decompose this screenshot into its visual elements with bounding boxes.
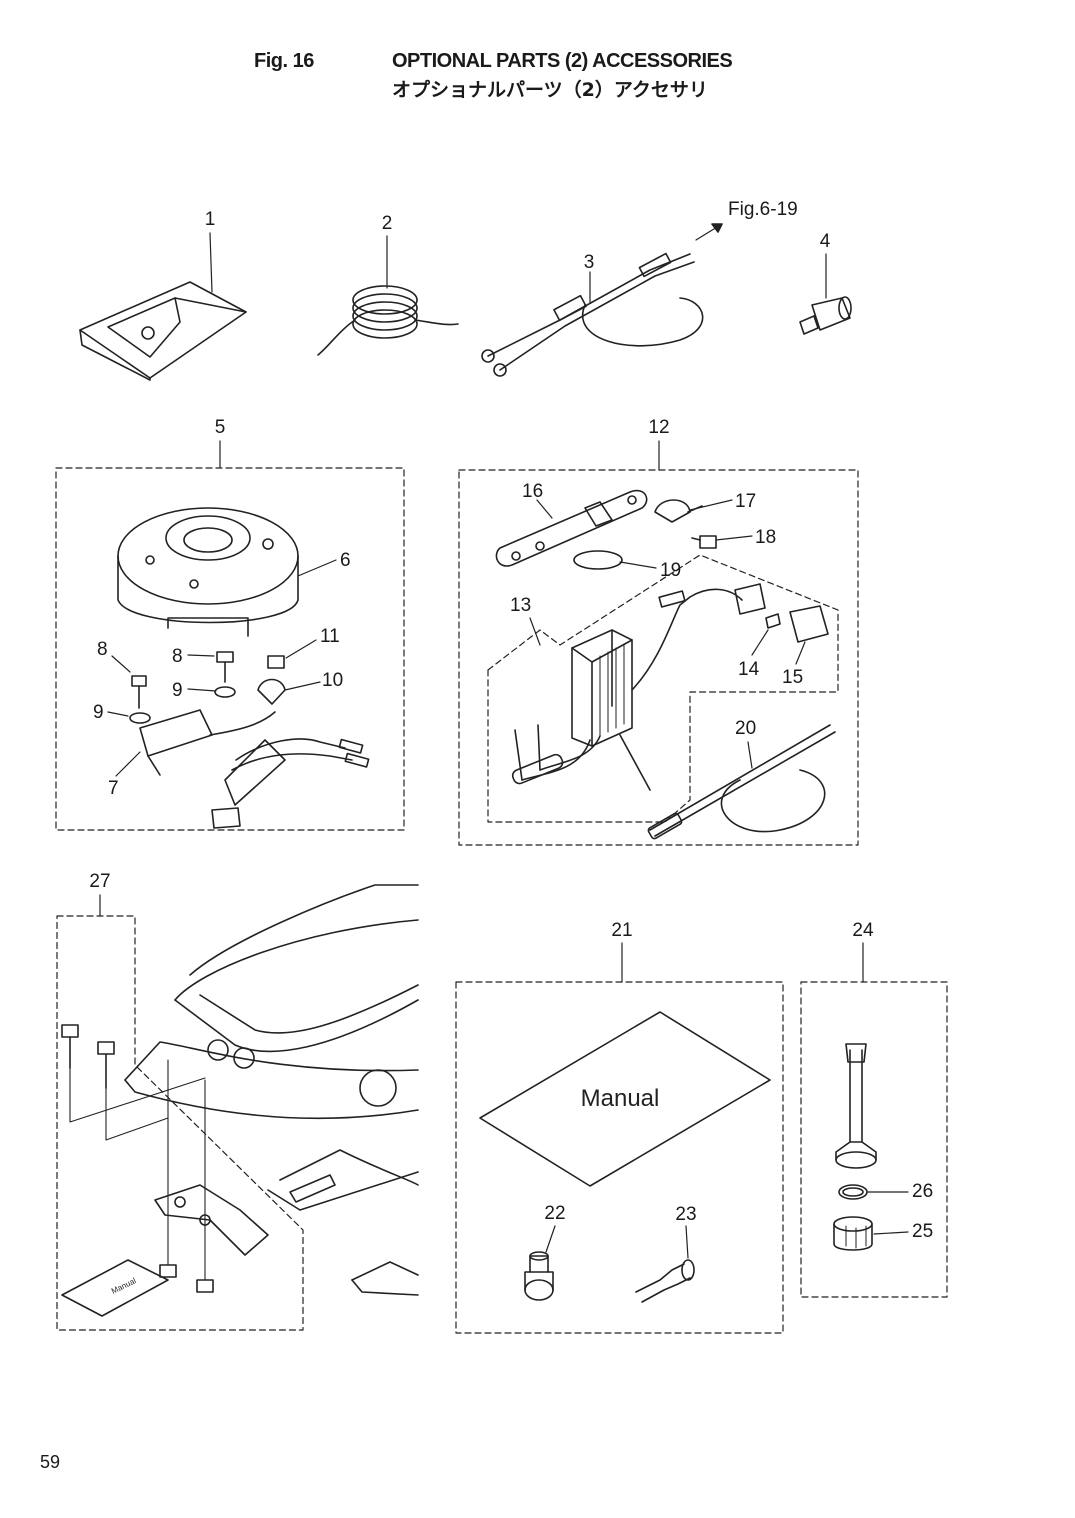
callout-11: 11	[320, 626, 340, 647]
callout-19: 19	[660, 560, 681, 581]
callout-1: 1	[205, 209, 216, 230]
callout-numbers: 1 2 3 4 5 6 7 8 8 9 9 10 11 12 13 14 15 …	[89, 199, 933, 1242]
callout-27: 27	[89, 871, 110, 892]
callout-17: 17	[735, 491, 756, 512]
callout-9b: 9	[172, 680, 183, 701]
coiled-wire-part-2	[317, 235, 459, 356]
extension-wire-part-20	[647, 724, 836, 840]
figure-number: Fig. 16	[254, 50, 314, 72]
small-manual-label: Manual	[110, 1276, 138, 1296]
group-leaders	[99, 440, 864, 983]
callout-9a: 9	[93, 702, 104, 723]
callout-8b: 8	[172, 646, 183, 667]
callout-12: 12	[648, 417, 669, 438]
figure-title-japanese: オプショナルパーツ（2）アクセサリ	[392, 79, 708, 101]
manual-label: Manual	[581, 1085, 660, 1112]
callout-23: 23	[675, 1204, 696, 1225]
lead-wire-part-3	[481, 223, 723, 377]
flywheel-part-6	[117, 507, 337, 637]
callout-4: 4	[820, 231, 831, 252]
callout-7: 7	[108, 778, 119, 799]
callout-3: 3	[584, 252, 595, 273]
callout-22: 22	[544, 1203, 565, 1224]
callout-8a: 8	[97, 639, 108, 660]
callout-18: 18	[755, 527, 776, 548]
callout-21: 21	[611, 920, 632, 941]
group-box-5	[55, 467, 405, 831]
valve-part-23	[635, 1225, 695, 1303]
group-box-21	[455, 981, 784, 1334]
group-box-13	[487, 554, 839, 823]
callout-25: 25	[912, 1221, 933, 1242]
group-box-27	[56, 915, 304, 1331]
page-number: 59	[40, 1452, 61, 1472]
callout-2: 2	[382, 213, 393, 234]
pouch-part-1	[79, 232, 247, 381]
plug-part-4	[799, 253, 852, 335]
callout-13: 13	[510, 595, 531, 616]
plug-part-22	[524, 1225, 556, 1301]
group-box-24	[800, 981, 948, 1298]
callout-20: 20	[735, 718, 756, 739]
callout-6: 6	[340, 550, 351, 571]
fuel-joint-part-24	[833, 1043, 909, 1251]
group-box-12	[458, 469, 859, 846]
figure-reference: Fig.6-19	[728, 199, 798, 220]
charge-coil-assembly	[107, 639, 370, 829]
group-box-frames	[55, 467, 948, 1334]
callout-26: 26	[912, 1181, 933, 1202]
manual-part-21	[479, 1011, 771, 1187]
figure-title: OPTIONAL PARTS (2) ACCESSORIES	[392, 50, 733, 72]
rectifier-kit	[495, 489, 829, 791]
callout-15: 15	[782, 667, 803, 688]
callout-16: 16	[522, 481, 543, 502]
callout-5: 5	[215, 417, 226, 438]
callout-14: 14	[738, 659, 760, 680]
carrying-handle-kit-part-27	[61, 884, 419, 1317]
callout-10: 10	[322, 670, 343, 691]
callout-24: 24	[852, 920, 874, 941]
